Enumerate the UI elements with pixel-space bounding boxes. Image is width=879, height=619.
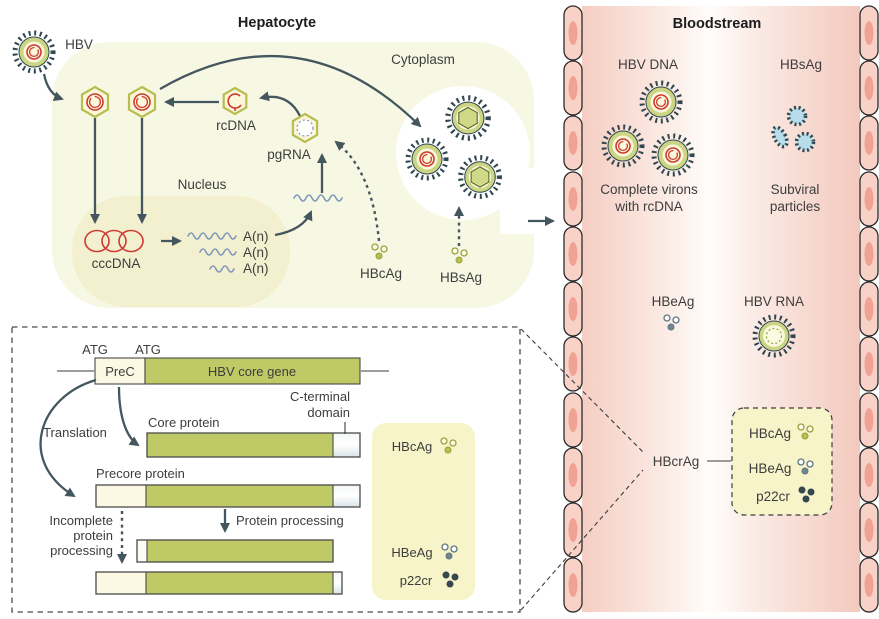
an-label-2: A(n) xyxy=(243,245,269,260)
prec-label: PreC xyxy=(105,364,135,379)
arrow-translation-core xyxy=(117,386,140,447)
panel-hbcag-label: HBcAg xyxy=(749,426,791,441)
hbeag-blood-label: HBeAg xyxy=(652,294,695,309)
subviral-sphere-2 xyxy=(794,131,816,153)
subviral-filament xyxy=(771,125,789,149)
incomplete-label-1: Incomplete xyxy=(49,513,113,528)
connector-bottom xyxy=(520,469,644,611)
precore-nterm xyxy=(96,485,146,507)
precore-label: Precore protein xyxy=(96,466,185,481)
hbcag-label: HBcAg xyxy=(360,266,402,281)
hbv-virion xyxy=(15,33,53,71)
incomplete-label-2: protein xyxy=(73,528,113,543)
translation-label: Translation xyxy=(43,425,107,440)
capsid-rcdna-2 xyxy=(127,85,157,119)
labels: Hepatocyte HBV Cytoplasm Nucleus rcDNA p… xyxy=(43,15,822,588)
hbsag-label: HBsAg xyxy=(440,270,482,285)
hbcrag-label: HBcrAg xyxy=(653,454,700,469)
complete-virions-label-1: Complete virons xyxy=(600,182,698,197)
rcdna-label: rcDNA xyxy=(216,118,256,133)
cterm-label-1: C-terminal xyxy=(290,389,350,404)
panel-p22cr-label: p22cr xyxy=(756,489,790,504)
hbsag-blood-label: HBsAg xyxy=(780,57,822,72)
hbv-rna-label: HBV RNA xyxy=(744,294,804,309)
cytoplasm-label: Cytoplasm xyxy=(391,52,455,67)
subviral-label-1: Subviral xyxy=(771,182,820,197)
capsid-rcdna-maturing xyxy=(222,86,248,116)
panel-hbeag-label: HBeAg xyxy=(749,461,792,476)
hbcrag-links xyxy=(520,328,833,611)
precore-bar xyxy=(146,485,333,507)
complete-virions-label-2: with rcDNA xyxy=(614,199,683,214)
core-gene-segment xyxy=(144,357,361,385)
hbeag-protein-bar xyxy=(147,540,333,562)
cccdna-label: cccDNA xyxy=(92,256,141,271)
nucleus xyxy=(72,196,290,307)
an-label-3: A(n) xyxy=(243,261,269,276)
inset-core-gene xyxy=(11,326,521,613)
incomplete-label-3: processing xyxy=(50,543,113,558)
endothelium-right xyxy=(859,5,879,613)
processing-label: Protein processing xyxy=(236,513,344,528)
cterm-segment xyxy=(333,433,360,457)
subviral-sphere-1 xyxy=(786,105,808,127)
pgrna-squiggle xyxy=(293,194,343,202)
cterm-label-2: domain xyxy=(307,405,350,420)
inset-hbeag-label: HBeAg xyxy=(391,545,432,560)
inset-p22cr-label: p22cr xyxy=(400,573,433,588)
connector-top xyxy=(520,328,644,453)
inset-hbcag-label: HBcAg xyxy=(392,439,432,454)
hbeag-residue xyxy=(137,540,147,562)
hbv-dna-label: HBV DNA xyxy=(618,57,678,72)
mrna-squiggle xyxy=(209,265,235,273)
bloodstream-particles xyxy=(604,83,816,355)
mrna-squiggle xyxy=(199,248,237,256)
atg-label-1: ATG xyxy=(82,342,108,357)
core-protein-label: Core protein xyxy=(148,415,220,430)
bloodstream-title: Bloodstream xyxy=(673,16,762,32)
arrow-translation-precore xyxy=(39,378,97,498)
pgrna-label: pgRNA xyxy=(267,147,311,162)
core-protein-bar xyxy=(147,433,333,457)
transcripts xyxy=(84,194,343,273)
hbv-label: HBV xyxy=(65,37,93,52)
capsid-rcdna-1 xyxy=(80,85,110,119)
arrow-pgrna-to-rcdna xyxy=(259,91,302,117)
capsid-pgrna xyxy=(291,112,319,144)
atg-label-2: ATG xyxy=(135,342,161,357)
secretion-bay xyxy=(396,86,530,220)
bloodstream-lumen xyxy=(582,6,860,612)
arrow-entry xyxy=(42,73,64,102)
lifecycle-arrows xyxy=(42,54,555,246)
prec-segment xyxy=(94,357,146,385)
p22cr-protein-bar xyxy=(146,572,333,594)
hepatocyte-title: Hepatocyte xyxy=(238,15,316,31)
subviral-label-2: particles xyxy=(770,199,821,214)
arrow-capsid-to-vesicle xyxy=(159,54,422,128)
p22cr-nterm xyxy=(96,572,146,594)
nucleus-label: Nucleus xyxy=(178,177,227,192)
endothelium-left xyxy=(563,5,583,613)
an-label-1: A(n) xyxy=(243,229,269,244)
core-gene-label: HBV core gene xyxy=(208,364,296,379)
mrna-squiggle xyxy=(187,232,237,240)
arrow-hbcag-dashed xyxy=(334,140,381,242)
arrow-rna-up xyxy=(274,210,313,237)
